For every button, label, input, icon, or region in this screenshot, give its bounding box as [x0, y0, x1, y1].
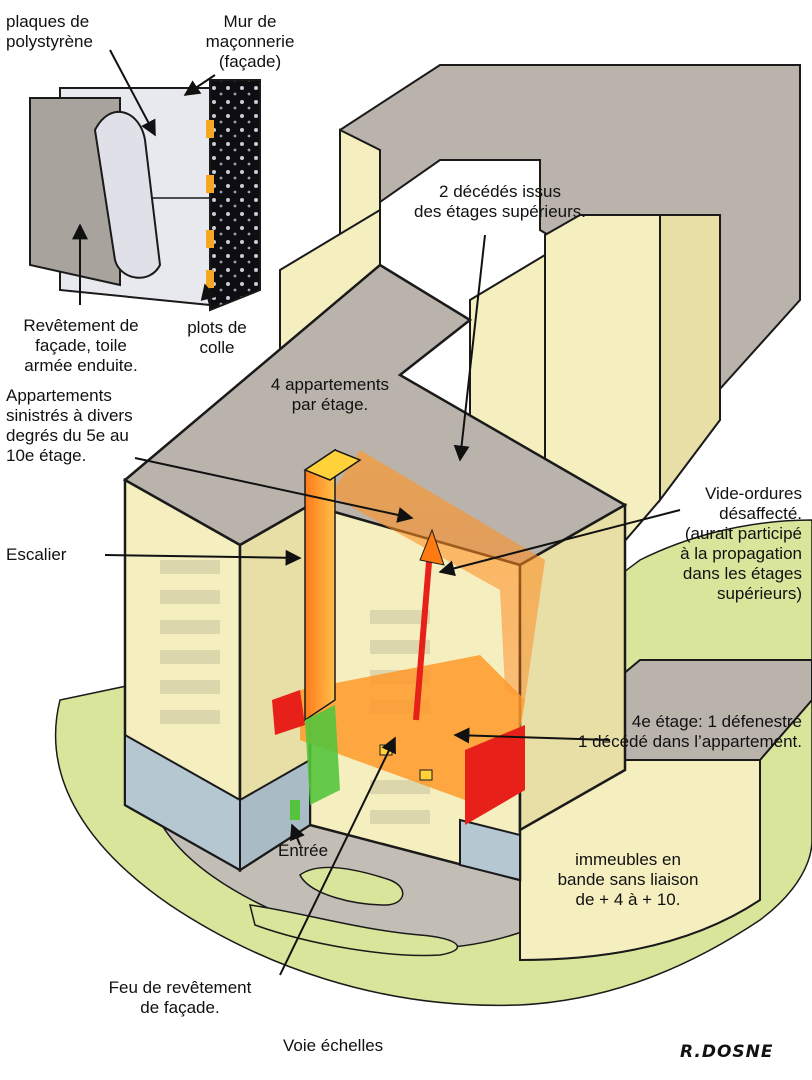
neighbour-wall — [519, 759, 761, 962]
arrow-plaques — [109, 49, 156, 137]
label-plaques-polystyrene: plaques de polystyrène — [6, 12, 93, 51]
fire-red-front — [465, 725, 525, 825]
grass-island — [299, 866, 404, 906]
label-revetement-facade: Revêtement de façade, toile armée enduit… — [23, 316, 139, 375]
glue-dot-3 — [206, 230, 214, 248]
fire-red-left — [272, 690, 305, 735]
label-quatre-appartements: 4 appartements par étage. — [270, 375, 390, 414]
label-deux-decedes: 2 décédés issus des étages supérieurs. — [414, 182, 586, 221]
base-front — [459, 818, 521, 882]
arrow-escalier — [104, 549, 302, 566]
propagation-arrow-head — [419, 528, 445, 566]
back-tower-side — [659, 214, 721, 503]
leader-arrows — [72, 49, 681, 976]
entrance-door — [290, 800, 300, 820]
arrow-plots — [200, 283, 217, 306]
label-appartements-sinistres: Appartements sinistrés à divers degrés d… — [6, 386, 133, 465]
arrow-vide-ordures — [438, 509, 681, 577]
label-quatrieme-etage: 4e étage: 1 défenestré 1 décédé dans l’a… — [578, 712, 802, 751]
label-mur-maconnerie: Mur de maçonnerie (façade) — [205, 12, 295, 71]
arrow-entree — [289, 823, 305, 846]
facade-inset — [29, 79, 261, 312]
label-escalier: Escalier — [6, 545, 67, 564]
masonry-wall — [209, 79, 261, 312]
label-feu-revetement: Feu de revêtement de façade. — [108, 978, 252, 1017]
stair-shaft — [304, 448, 336, 722]
glue-dot-4 — [206, 270, 214, 288]
label-vide-ordures: Vide-ordures désaffecté. (aurait partici… — [680, 484, 802, 603]
label-entree: Entrée — [278, 841, 329, 860]
grass-island-2 — [249, 904, 459, 957]
label-plots-colle: plots de colle — [187, 318, 247, 357]
arrow-feu — [279, 736, 396, 976]
stair-shaft-top — [303, 449, 362, 481]
fire-window-2 — [419, 769, 433, 781]
arrow-deux-decedes — [453, 234, 486, 462]
arrow-quatrieme — [453, 727, 611, 744]
label-immeubles-bande: immeubles en bande sans liaison de + 4 à… — [557, 850, 699, 909]
arrow-mur — [183, 74, 216, 96]
base-middle — [239, 758, 311, 872]
label-voie-echelles: Voie échelles — [283, 1036, 384, 1055]
glue-dot-1 — [206, 120, 214, 138]
mesh-sheet — [93, 110, 162, 279]
glue-dot-2 — [206, 175, 214, 193]
entrance-column — [305, 705, 340, 805]
artist-signature: R.DOSNE — [680, 1042, 774, 1062]
background-buildings — [279, 64, 801, 572]
arrow-appartements — [134, 457, 414, 523]
propagation-arrow-shaft — [413, 549, 433, 721]
